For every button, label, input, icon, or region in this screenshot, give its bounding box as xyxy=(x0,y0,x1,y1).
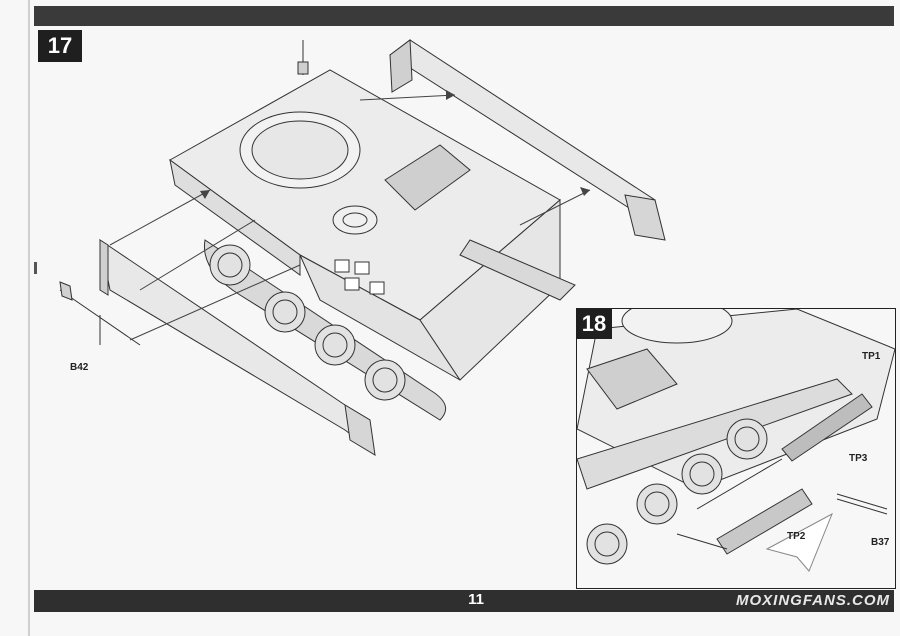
side-marker xyxy=(34,262,37,274)
top-bar xyxy=(34,6,894,26)
page-number: 11 xyxy=(468,591,484,608)
step17-number: 17 xyxy=(38,30,82,62)
engine-grille xyxy=(384,144,471,211)
step18-number: 18 xyxy=(576,309,612,339)
part-label-b37: B37 xyxy=(871,537,890,548)
part-label-tp1: TP1 xyxy=(862,351,881,362)
part-label-b42: B42 xyxy=(70,362,89,373)
part-label-tp2: TP2 xyxy=(787,531,806,542)
step18-panel: TP1 TP3 TP2 B37 xyxy=(576,308,896,589)
step18-drawing xyxy=(577,309,895,572)
bottom-bar xyxy=(34,590,894,612)
paper-plane-icon xyxy=(765,512,833,572)
part-label-tp3: TP3 xyxy=(849,453,868,464)
mesh-tp1 xyxy=(781,393,873,462)
mesh-tp2 xyxy=(716,488,813,555)
small-hatch xyxy=(332,205,378,235)
site-watermark: MOXINGFANS.COM xyxy=(735,592,890,609)
hull-side xyxy=(169,158,301,276)
page-edge xyxy=(28,0,30,636)
